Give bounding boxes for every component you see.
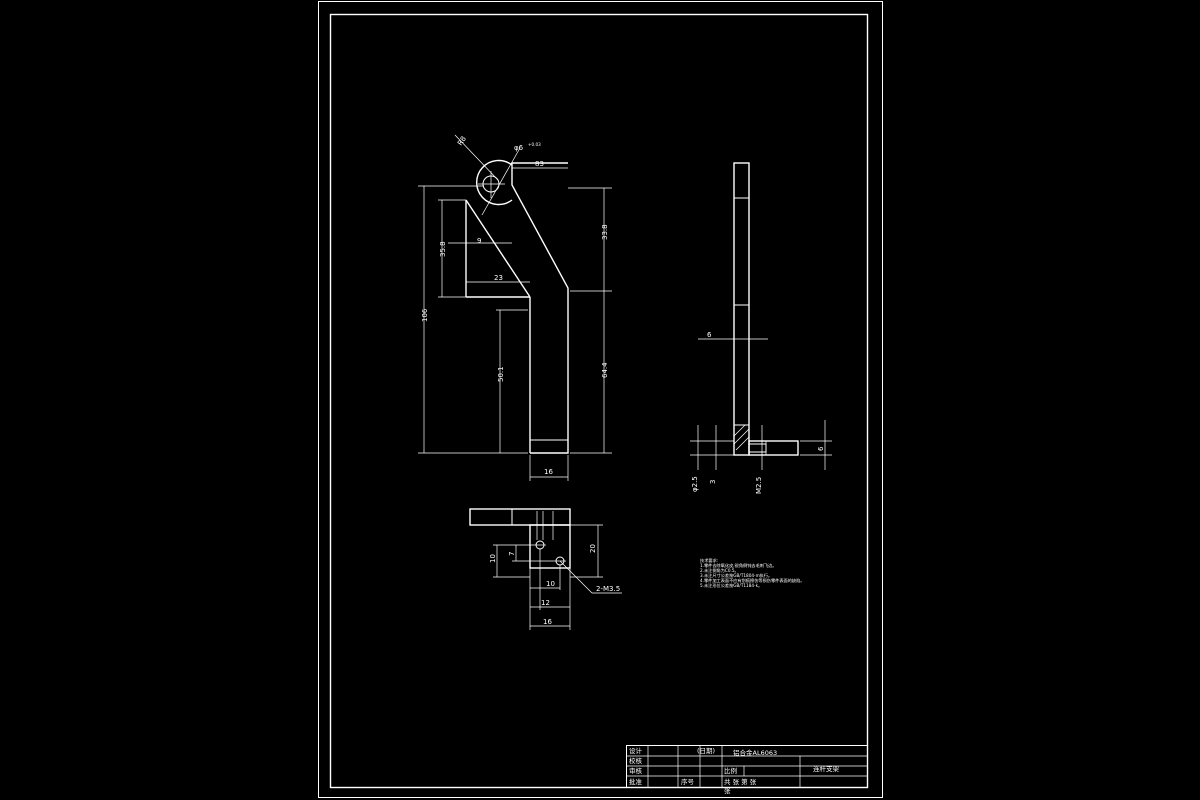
tb-scale-mark: 张 [724,786,731,795]
side-section [733,424,750,456]
dim-text-hole-dia: φ6 [514,144,524,152]
dim-text-bottom-w10: 10 [546,580,555,588]
front-view: 106 35.8 9 23 50.1 83 φ6 +0.03 R8 33.8 6… [418,134,612,481]
dim-text-83: 83 [535,160,544,168]
dim-text-16: 16 [544,468,553,476]
bottom-top-plate [469,508,571,526]
dim-text-bottom-a: φ2.5 [691,476,699,492]
dim-text-holes: 2-M3.5 [596,585,620,593]
title-block-frame [626,745,868,788]
side-foot-thread [748,443,767,453]
dim-text-338: 33.8 [601,224,609,240]
tb-review: 审核 [629,766,643,775]
dim-text-501: 50.1 [497,366,505,382]
notes-line-5: 5.未注形位公差按GB/T1184-k。 [700,582,762,589]
dim-text-bottom-w16: 16 [543,618,552,626]
dim-text-foot-6: 6 [817,446,825,451]
dim-text-bottom-7: 7 [508,552,516,556]
tb-sheet: 共 张 第 张 [724,777,757,786]
technical-notes: 技术要求: 1.零件去除氧化皮,锐角倒钝去毛刺飞边。 2.未注倒角为C0.5。 … [700,557,805,589]
notes-title: 技术要求: [700,557,718,564]
dim-text-side-6: 6 [707,331,712,339]
tb-check: 校核 [629,756,643,765]
front-boss-arc [475,159,513,206]
notes-line-3: 3.未注尺寸公差按GB/T1804-m执行。 [700,572,772,579]
notes-line-2: 2.未注倒角为C0.5。 [700,567,739,574]
dim-text-radius: R8 [456,135,468,147]
dim-text-9: 9 [477,237,481,245]
front-radius-leader [454,134,499,181]
tb-date: (日期) [697,747,715,755]
dim-text-overall-height: 106 [421,308,429,322]
side-foot [748,440,799,456]
front-outline-inner-diag [465,199,531,298]
sheet-outer-border [318,1,883,798]
dim-text-23: 23 [494,274,503,282]
bottom-view: 2-M3.5 10 7 20 10 12 16 [469,508,622,630]
dim-text-bottom-10: 10 [489,554,497,563]
front-outline [511,162,569,454]
tb-name: 连杆支架 [813,764,840,773]
dim-text-bottom-20: 20 [589,544,597,553]
notes-line-4: 4.零件加工表面不应有划痕擦伤等损伤零件表面的缺陷。 [700,577,805,584]
tb-material: 铝合金AL6063 [733,748,777,757]
dim-text-hole-tol: +0.03 [528,142,541,147]
side-view: 6 6 φ2.5 3 M2.5 [690,162,832,494]
title-block: 设计 校核 审核 批准 (日期) 铝合金AL6063 比例 连杆支架 共 张 第… [626,745,868,795]
tb-design: 设计 [629,746,643,755]
tb-ratio: 比例 [724,766,737,775]
tb-page-no: 序号 [681,777,695,786]
dim-text-644: 64.4 [601,362,609,378]
front-dia-leader [481,147,521,216]
dim-text-bottom-c: M2.5 [755,477,763,494]
side-hatch [733,424,750,451]
sheet-inner-border [329,13,869,789]
tb-approve: 批准 [629,777,643,786]
dim-text-bottom-w12: 12 [541,599,550,607]
dim-text-358: 35.8 [439,241,447,257]
side-body [733,162,750,456]
dim-text-bottom-b: 3 [709,480,717,484]
notes-line-1: 1.零件去除氧化皮,锐角倒钝去毛刺飞边。 [700,562,777,569]
bottom-block [529,524,571,569]
